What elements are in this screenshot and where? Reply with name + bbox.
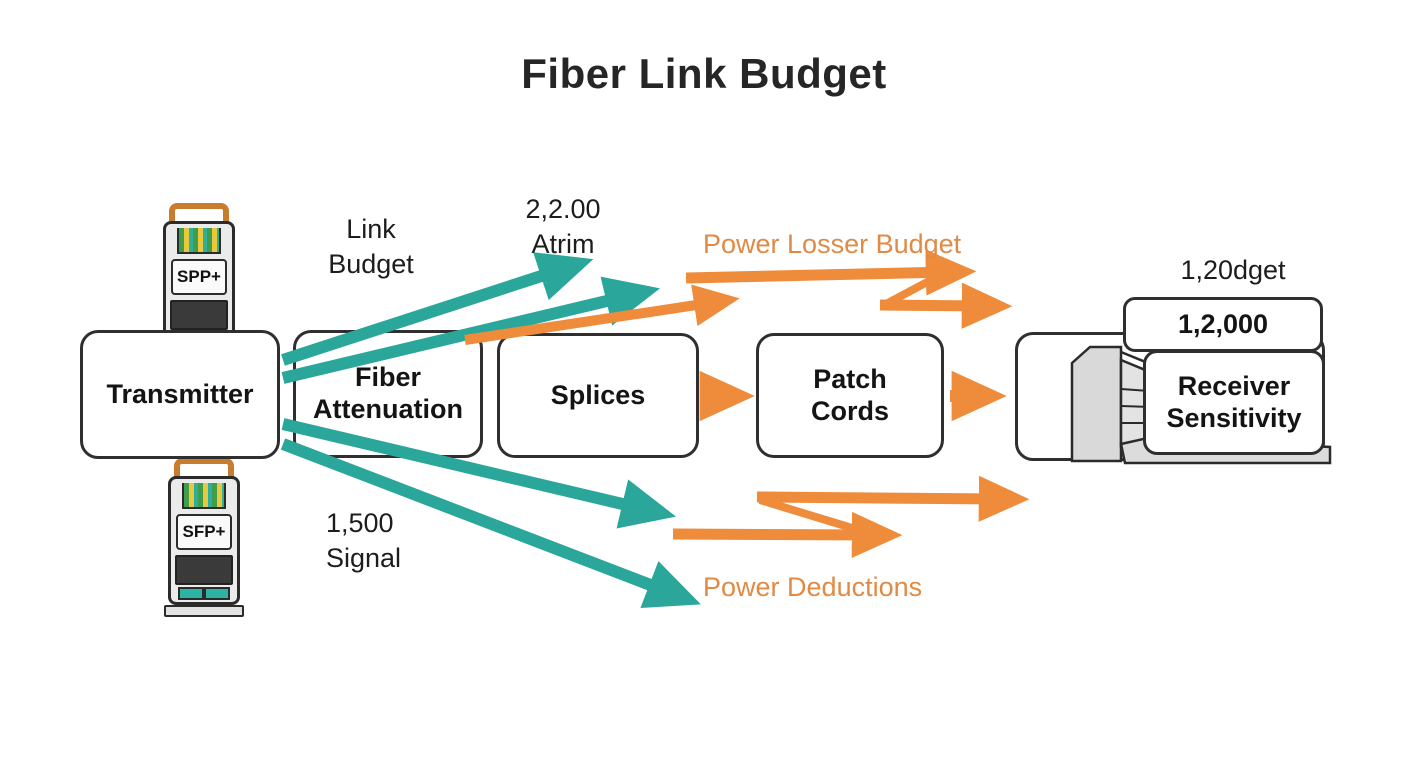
node-fiber-attenuation: Fiber Attenuation	[293, 330, 483, 458]
sfp-dark-block	[175, 555, 233, 585]
sfp-bail-handle	[169, 203, 229, 225]
orange-arrow-bottom-long	[756, 475, 1030, 522]
annotation-receiver-budget: 1,20dget	[1180, 255, 1286, 285]
annotation-power-deductions: Power Deductions	[703, 572, 923, 602]
annotation-power-losser-budget: Power Losser Budget	[703, 229, 962, 259]
sfp-pad	[178, 587, 204, 600]
sfp-base	[164, 605, 244, 617]
node-receiver-sensitivity-label: Receiver Sensitivity	[1166, 370, 1302, 433]
orange-zigzag-connector-top	[886, 268, 948, 307]
orange-arrow-bottom-short	[672, 511, 903, 558]
orange-arrow-top-right	[879, 282, 1013, 329]
node-patch-cords: Patch Cords	[756, 333, 944, 458]
sfp-bail-handle	[174, 458, 234, 480]
page-title: Fiber Link Budget	[521, 50, 887, 97]
annotation-attenuation-value: 2,2.00 Atrim	[525, 194, 601, 260]
node-receiver-value: 1,2,000	[1123, 297, 1323, 352]
node-patch-cords-label: Patch Cords	[810, 363, 889, 426]
sfp-label: SPP+	[171, 259, 227, 295]
sfp-dark-block	[170, 300, 228, 330]
node-transmitter: Transmitter	[80, 330, 280, 459]
node-splices-label: Splices	[550, 379, 646, 410]
orange-arrow-top-long	[685, 249, 977, 296]
sfp-pad	[204, 587, 230, 600]
sfp-pins	[182, 483, 226, 509]
sfp-body: SFP+	[168, 476, 240, 605]
annotation-link-budget: Link Budget	[328, 214, 414, 280]
sfp-pins	[177, 228, 221, 254]
sfp-pads	[178, 587, 230, 600]
node-receiver-sensitivity: Receiver Sensitivity	[1143, 350, 1325, 455]
sfp-transceiver-icon: SFP+	[164, 458, 244, 617]
annotation-signal-value: 1,500 Signal	[326, 508, 402, 574]
orange-zigzag-connector-bottom	[758, 496, 864, 535]
node-splices: Splices	[497, 333, 699, 458]
sfp-label: SFP+	[176, 514, 232, 550]
receiver-value-label: 1,2,000	[1177, 308, 1269, 339]
node-fiber-attenuation-label: Fiber Attenuation	[313, 362, 463, 424]
node-transmitter-label: Transmitter	[106, 378, 254, 409]
